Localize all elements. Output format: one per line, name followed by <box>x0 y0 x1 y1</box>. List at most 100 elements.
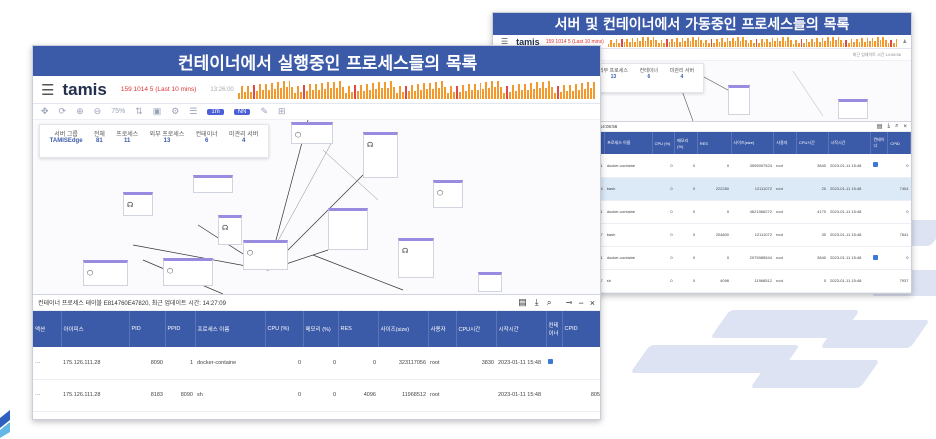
column-header[interactable]: CPID <box>887 132 911 154</box>
column-header[interactable]: CPU시간 <box>796 132 829 154</box>
table-row[interactable]: ···175.126.111.2881908183java0.41.295260… <box>33 411 600 419</box>
container-process-screenshot: 컨테이너에서 실행중인 프로세스들의 목록 ☰ tamis 159 1014 5… <box>32 45 601 420</box>
topology-node[interactable] <box>478 272 502 292</box>
column-header[interactable]: 시작시간 <box>496 311 547 347</box>
pin-icon[interactable]: ⊸ <box>565 298 573 307</box>
timeline-bar <box>766 38 768 47</box>
topology-node[interactable]: ⬡ <box>83 260 128 286</box>
column-header[interactable]: 액션 <box>33 311 62 347</box>
topology-node[interactable]: ☊ <box>398 238 434 278</box>
summary-value: 4 <box>242 138 246 144</box>
download-icon[interactable]: ⤓ <box>534 297 539 307</box>
time-range-button[interactable]: 1m <box>207 108 224 115</box>
event-timeline[interactable] <box>234 80 600 99</box>
topology-node[interactable]: ⬡ <box>433 180 463 208</box>
timeline-bar <box>455 85 458 99</box>
refresh-icon[interactable]: ⟳ <box>58 106 67 116</box>
column-header[interactable]: 컨테이너 <box>870 132 889 154</box>
list-icon[interactable]: ☰ <box>189 106 198 116</box>
settings-icon[interactable]: ⚙ <box>171 106 180 116</box>
timeline-bar <box>270 82 273 99</box>
column-header[interactable]: PID <box>129 311 166 347</box>
row-action-button[interactable]: ··· <box>33 411 61 419</box>
column-header[interactable]: 컨테이너 <box>546 311 563 347</box>
export-icon[interactable]: ▤ <box>518 297 527 307</box>
search-icon[interactable]: ⌕ <box>546 297 552 307</box>
column-header[interactable]: 사용자 <box>773 132 797 154</box>
column-header[interactable]: CPU (%) <box>265 311 304 347</box>
row-action-button[interactable]: ··· <box>33 379 61 412</box>
column-header[interactable]: RES <box>338 311 379 347</box>
summary-value: 6 <box>205 138 209 144</box>
move-icon[interactable]: ✥ <box>41 106 49 116</box>
column-header[interactable]: 사이즈(size) <box>731 132 775 154</box>
view-icon[interactable]: ▣ <box>152 106 162 116</box>
timeline-bar <box>261 90 264 99</box>
column-header[interactable]: 메모리 (%) <box>303 311 339 347</box>
topology-node[interactable]: ☊ <box>363 132 398 178</box>
search-icon[interactable]: ⌕ <box>895 123 899 129</box>
close-icon[interactable]: × <box>589 297 595 308</box>
zoom-in-icon[interactable]: ⊕ <box>76 106 84 116</box>
column-header[interactable]: 사이즈(size) <box>378 311 429 347</box>
timeline-bar <box>566 91 569 99</box>
menu-icon[interactable]: ☰ <box>41 81 55 99</box>
column-header[interactable]: 프로세스 이름 <box>604 132 653 154</box>
timeline-bar <box>718 42 721 47</box>
topology-node[interactable]: ☊ <box>123 192 153 216</box>
row-action-button[interactable]: ··· <box>33 347 61 380</box>
close-icon[interactable]: × <box>903 123 907 130</box>
topology-node[interactable]: ⬡ <box>291 122 333 144</box>
column-header[interactable]: 사용자 <box>428 311 457 347</box>
layout-icon[interactable]: ⇅ <box>135 106 143 116</box>
topology-node[interactable] <box>838 99 868 119</box>
column-header[interactable]: 프로세스 이름 <box>195 311 266 347</box>
column-header[interactable]: 메모리 (%) <box>674 132 698 154</box>
topology-node[interactable] <box>728 85 750 115</box>
table-cell: 13479900 <box>796 292 829 293</box>
topology-node[interactable]: ⬡ <box>163 258 213 286</box>
filter-button[interactable]: NN <box>233 108 251 115</box>
column-header[interactable]: RES <box>697 132 732 154</box>
event-timeline[interactable] <box>604 36 903 47</box>
topology-node[interactable]: ⬡ <box>243 240 288 270</box>
column-header[interactable]: CPU (%) <box>652 132 676 154</box>
column-header[interactable]: CPU시간 <box>456 311 497 347</box>
minimize-icon[interactable]: − <box>578 297 584 308</box>
topology-node[interactable] <box>328 208 368 250</box>
topology-node[interactable] <box>193 175 233 193</box>
table-cell: 222280 <box>697 177 732 201</box>
topology-node[interactable]: ☊ <box>218 215 242 245</box>
timeline-bar <box>476 89 479 99</box>
column-header[interactable]: CPID <box>562 311 600 347</box>
export-icon[interactable]: ▤ <box>876 124 883 130</box>
grid-icon[interactable]: ⊞ <box>277 106 286 116</box>
timeline-bar <box>592 81 595 99</box>
column-header[interactable]: PPID <box>165 311 196 347</box>
column-header[interactable]: 시작시간 <box>828 132 872 154</box>
user-icon[interactable]: ♟ <box>902 38 907 45</box>
table-cell: 2975985544 <box>731 246 774 270</box>
edit-icon[interactable]: ✎ <box>260 106 268 116</box>
zoom-out-icon[interactable]: ⊖ <box>93 106 102 116</box>
zoom-level[interactable]: 75% <box>111 108 126 115</box>
timeline-bar <box>342 86 345 99</box>
table-cell: 0 <box>652 154 675 178</box>
download-icon[interactable]: ⤓ <box>887 123 891 129</box>
table-cell: 0 <box>674 223 698 247</box>
column-header[interactable]: 아이피스 <box>61 311 130 347</box>
menu-icon[interactable]: ☰ <box>501 37 509 46</box>
